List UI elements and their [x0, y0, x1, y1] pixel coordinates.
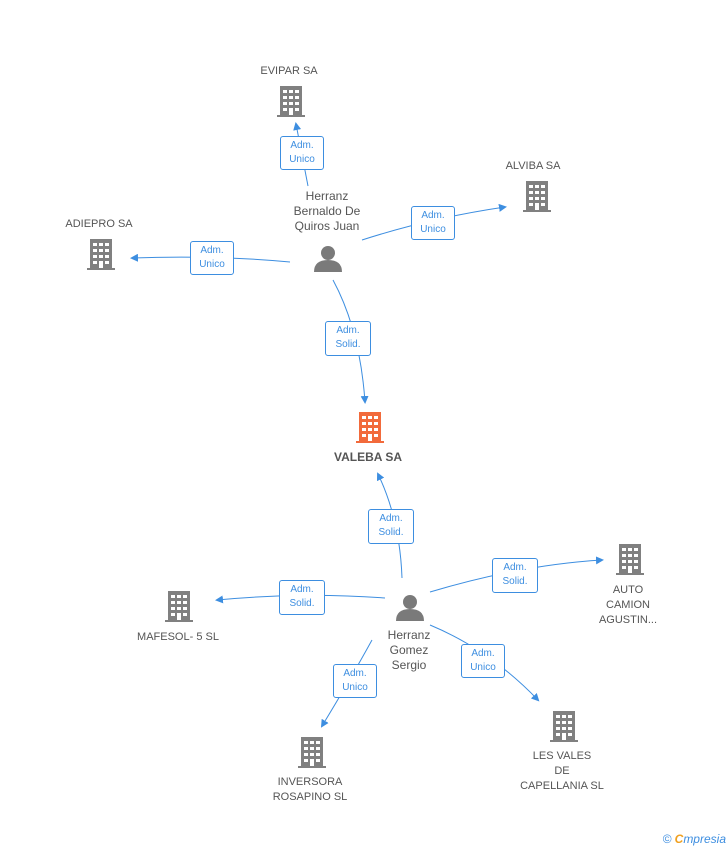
- edge-label-e8: Adm. Unico: [333, 664, 377, 698]
- edge-label-e2: Adm. Unico: [411, 206, 455, 240]
- company-label-evipar[interactable]: EVIPAR SA: [260, 65, 318, 77]
- edge-label-e4: Adm. Solid.: [325, 321, 371, 356]
- company-label-alviba[interactable]: ALVIBA SA: [505, 160, 561, 172]
- edge-label-e3: Adm. Unico: [190, 241, 234, 275]
- brand-first-letter: C: [674, 832, 684, 846]
- building-icon: [298, 737, 326, 768]
- building-icon: [616, 544, 644, 575]
- main-company-label[interactable]: VALEBA SA: [333, 450, 402, 464]
- building-icon: [87, 239, 115, 270]
- edge-label-e7: Adm. Solid.: [279, 580, 325, 615]
- person-icon: [396, 595, 424, 621]
- main-building-icon: [356, 412, 384, 443]
- edge-label-e1: Adm. Unico: [280, 136, 324, 170]
- person-icon: [314, 246, 342, 272]
- person-label-herranz-gomez[interactable]: Herranz Gomez Sergio: [387, 628, 431, 672]
- building-icon: [165, 591, 193, 622]
- building-icon: [523, 181, 551, 212]
- person-label-herranz-bernaldo[interactable]: Herranz Bernaldo De Quiros Juan: [293, 189, 361, 233]
- building-icon: [277, 86, 305, 117]
- edge-label-e6: Adm. Solid.: [492, 558, 538, 593]
- brand-name: mpresia: [683, 832, 726, 846]
- building-icon: [550, 711, 578, 742]
- company-label-adiepro[interactable]: ADIEPRO SA: [65, 218, 133, 230]
- edge-label-e5: Adm. Solid.: [368, 509, 414, 544]
- company-label-auto-camion[interactable]: AUTO CAMION AGUSTIN...: [598, 584, 658, 626]
- company-label-les-vales[interactable]: LES VALES DE CAPELLANIA SL: [520, 750, 604, 792]
- company-label-mafesol[interactable]: MAFESOL- 5 SL: [137, 631, 219, 643]
- empresia-logo[interactable]: ©Cmpresia: [663, 832, 726, 846]
- edge-label-e9: Adm. Unico: [461, 644, 505, 678]
- copyright-symbol: ©: [662, 832, 672, 846]
- company-label-inversora[interactable]: INVERSORA ROSAPINO SL: [272, 776, 348, 803]
